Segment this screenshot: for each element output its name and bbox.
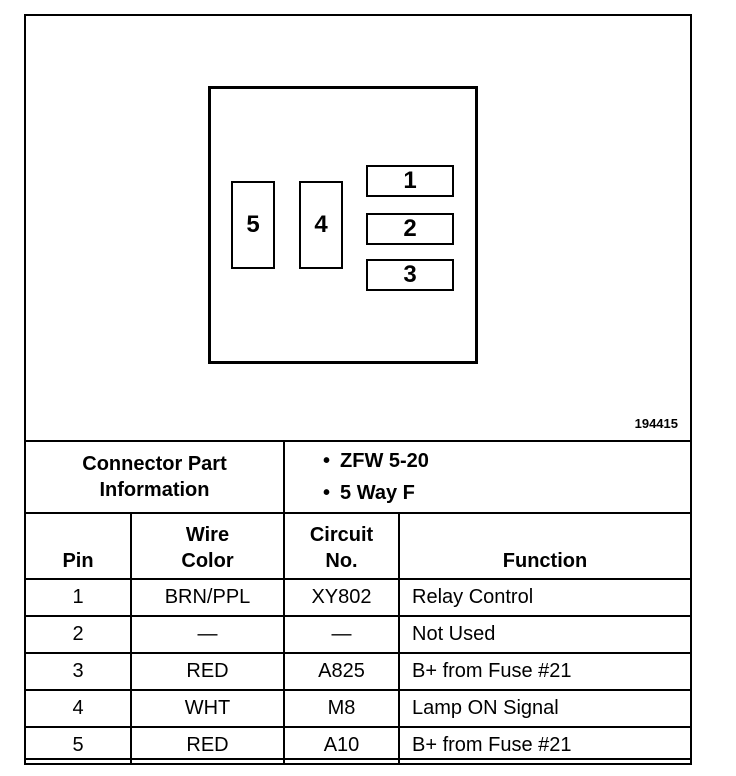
connector-part-item: •ZFW 5-20 [323,450,429,472]
figure-number: 194415 [634,416,678,431]
pin-3-cavity: 3 [366,259,454,291]
cell-pin: 3 [24,652,132,691]
cell-wire-color: RED [130,726,285,765]
connector-info-row: Connector Part Information •ZFW 5-20 •5 … [24,440,692,514]
cell-function: Relay Control [398,578,692,617]
cell-wire-color: RED [130,652,285,691]
cell-function: B+ from Fuse #21 [398,652,692,691]
connector-housing: 5 4 1 2 3 [208,86,478,364]
cell-pin: 4 [24,689,132,728]
table-row: 4 WHT M8 Lamp ON Signal [24,689,692,728]
pinout-table: Connector Part Information •ZFW 5-20 •5 … [24,440,692,765]
table-row: 5 RED A10 B+ from Fuse #21 [24,726,692,765]
pin-4-label: 4 [314,211,328,238]
cell-function: Lamp ON Signal [398,689,692,728]
connector-part-item: •5 Way F [323,482,415,504]
cell-pin: 2 [24,615,132,654]
cell-pin: 1 [24,578,132,617]
cell-function: B+ from Fuse #21 [398,726,692,765]
cell-circuit: A10 [283,726,400,765]
connector-part-info-values: •ZFW 5-20 •5 Way F [283,440,692,514]
table-row: 3 RED A825 B+ from Fuse #21 [24,652,692,691]
cell-wire-color: BRN/PPL [130,578,285,617]
cell-pin: 5 [24,726,132,765]
header-function: Function [398,512,692,580]
pin-2-label: 2 [403,215,417,242]
header-pin: Pin [24,512,132,580]
pin-4-cavity: 4 [299,181,343,269]
pin-1-label: 1 [403,167,417,194]
pin-2-cavity: 2 [366,213,454,245]
cell-function: Not Used [398,615,692,654]
connector-diagram: 5 4 1 2 3 194415 [26,16,690,440]
cell-circuit: M8 [283,689,400,728]
connector-sheet: 5 4 1 2 3 194415 Connector Part Informat… [24,14,692,765]
table-row: 1 BRN/PPL XY802 Relay Control [24,578,692,617]
pin-1-cavity: 1 [366,165,454,197]
cell-wire-color: WHT [130,689,285,728]
pin-5-label: 5 [246,211,260,238]
connector-part-info-title: Connector Part Information [24,440,285,514]
table-row: 2 — — Not Used [24,615,692,654]
pin-3-label: 3 [403,261,417,288]
pin-5-cavity: 5 [231,181,275,269]
cell-circuit: XY802 [283,578,400,617]
cell-circuit: A825 [283,652,400,691]
cell-wire-color: — [130,615,285,654]
cell-circuit: — [283,615,400,654]
